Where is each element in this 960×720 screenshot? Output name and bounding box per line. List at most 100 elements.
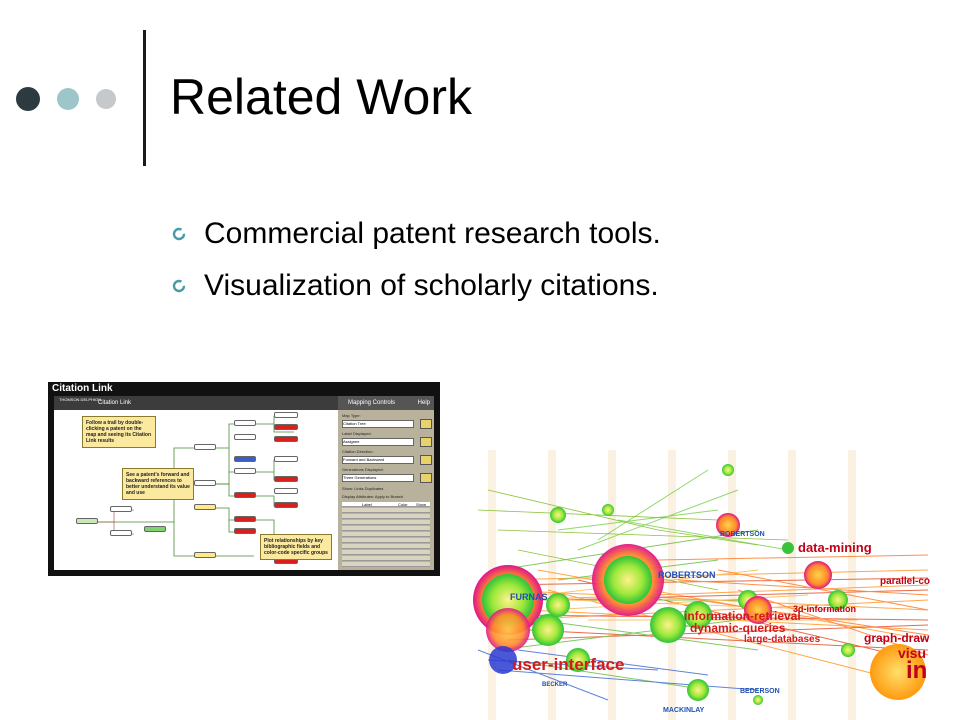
bullet-item: Commercial patent research tools. [172, 208, 661, 260]
generations-select[interactable]: Three Generations [342, 474, 414, 482]
table-header-color: Color [398, 502, 408, 507]
mapping-controls-header: Mapping Controls Help [338, 396, 434, 410]
citation-map: Follow a trail by double-clicking a pate… [54, 410, 338, 570]
decor-dot-teal [57, 88, 79, 110]
table-header-label: Label [362, 502, 372, 507]
citation-direction-value: Forward and Backward [343, 457, 385, 462]
viz-label-parallel: parallel-co [880, 576, 930, 587]
viz-label-in: in [906, 657, 927, 684]
title-divider [143, 30, 146, 166]
slide-title: Related Work [170, 69, 472, 125]
thomson-logo: THOMSON DELPHION [59, 397, 102, 402]
patent-node[interactable] [274, 476, 298, 482]
viz-label-information-retrieval: information-retrieval [684, 609, 801, 623]
map-type-select[interactable]: Citation Tree [342, 420, 414, 428]
citation-visualization: data-mining parallel-co 3d-information i… [473, 450, 930, 720]
bullet-text: Commercial patent research tools. [204, 217, 661, 250]
ring-bullet-icon [172, 227, 186, 241]
show-label: Show: [342, 486, 354, 491]
patent-node[interactable] [194, 552, 216, 558]
generations-label: Generations Displayed: [342, 467, 384, 472]
duplicates-checkbox-label[interactable]: Duplicates [364, 486, 384, 491]
decor-dot-dark [16, 87, 40, 111]
callout-plot-relationships: Plot relationships by key bibliographic … [260, 534, 332, 560]
table-row[interactable] [342, 556, 430, 561]
viz-author-mackinlay: MACKINLAY [663, 707, 705, 714]
citation-link-window-title: Citation Link [52, 383, 113, 394]
callout-forward-backward: See a patent's forward and backward refe… [122, 468, 194, 500]
display-attributes-label: Display Attributes: [342, 494, 375, 499]
patent-node[interactable] [194, 504, 216, 510]
map-type-value: Citation Tree [343, 421, 366, 426]
mapping-controls-panel: Mapping Controls Help Map Type: Citation… [338, 396, 434, 570]
patent-node[interactable] [194, 444, 216, 450]
patent-node[interactable] [194, 480, 216, 486]
generations-value: Three Generations [343, 475, 377, 480]
table-row[interactable] [342, 514, 430, 519]
help-link[interactable]: Help [417, 400, 430, 406]
patent-node[interactable] [234, 456, 256, 462]
viz-author-becker: BECKER [542, 682, 568, 688]
map-type-label: Map Type: [342, 413, 361, 418]
table-row[interactable] [342, 538, 430, 543]
viz-label-3d-information: 3d-information [793, 604, 856, 614]
viz-label-user-interface: user-interface [512, 655, 624, 674]
label-displayed-select[interactable]: Assignee [342, 438, 414, 446]
mapping-controls-title: Mapping Controls [348, 400, 396, 406]
patent-node[interactable] [274, 488, 298, 494]
patent-node[interactable] [234, 528, 256, 534]
patent-node[interactable] [234, 420, 256, 426]
viz-author-robertson: ROBERTSON [720, 531, 765, 538]
table-row[interactable] [342, 562, 430, 567]
ring-bullet-icon [172, 279, 186, 293]
viz-author-furnas: FURNAS [510, 592, 548, 602]
show-options: Show: Links Duplicates [342, 486, 383, 491]
citation-link-screenshot: Citation Link THOMSON DELPHION Citation … [48, 382, 440, 576]
viz-author-bederson: BEDERSON [740, 688, 780, 695]
zoom-button[interactable] [420, 437, 432, 447]
table-row[interactable] [342, 550, 430, 555]
display-attributes: Display Attributes: Apply to Branch [342, 494, 403, 499]
label-displayed-value: Assignee [343, 439, 360, 444]
viz-label-visu: visu [898, 645, 926, 661]
patent-node[interactable] [110, 506, 132, 512]
patent-node[interactable] [234, 492, 256, 498]
patent-node[interactable] [274, 424, 298, 430]
viz-label-large-databases: large-databases [744, 634, 821, 645]
bullet-item: Visualization of scholarly citations. [172, 260, 661, 312]
patent-node[interactable] [234, 516, 256, 522]
viz-label-dynamic-queries: dynamic-queries [690, 621, 786, 635]
patent-node[interactable] [234, 468, 256, 474]
table-header-show: Show [416, 502, 427, 507]
map-go-button[interactable] [420, 419, 432, 429]
viz-author-robertson: ROBERTSON [658, 570, 716, 580]
table-row[interactable] [342, 532, 430, 537]
citation-direction-label: Citation Direction: [342, 449, 374, 454]
attribute-table-header: Label Color Show [342, 502, 430, 507]
patent-node[interactable] [274, 412, 298, 418]
patent-node[interactable] [274, 502, 298, 508]
table-row[interactable] [342, 508, 430, 513]
decor-dot-light [96, 89, 116, 109]
table-row[interactable] [342, 526, 430, 531]
patent-node[interactable] [274, 456, 298, 462]
citation-link-header-title: Citation Link [98, 400, 132, 406]
citation-direction-select[interactable]: Forward and Backward [342, 456, 414, 464]
callout-follow-trail: Follow a trail by double-clicking a pate… [82, 416, 156, 448]
table-row[interactable] [342, 544, 430, 549]
viz-label-data-mining: data-mining [798, 540, 872, 555]
patent-node[interactable] [274, 436, 298, 442]
patent-node[interactable] [234, 434, 256, 440]
patent-node[interactable] [76, 518, 98, 524]
save-button[interactable] [420, 473, 432, 483]
patent-node[interactable] [144, 526, 166, 532]
patent-node[interactable] [110, 530, 132, 536]
print-button[interactable] [420, 455, 432, 465]
bullet-list: Commercial patent research tools. Visual… [172, 208, 661, 312]
bullet-text: Visualization of scholarly citations. [204, 269, 659, 302]
table-row[interactable] [342, 520, 430, 525]
links-checkbox-label[interactable]: Links [354, 486, 364, 491]
apply-to-branch-label[interactable]: Apply to Branch [374, 494, 404, 499]
citation-link-app: THOMSON DELPHION Citation Link [54, 396, 434, 570]
viz-label-graph-draw: graph-draw [864, 631, 930, 645]
